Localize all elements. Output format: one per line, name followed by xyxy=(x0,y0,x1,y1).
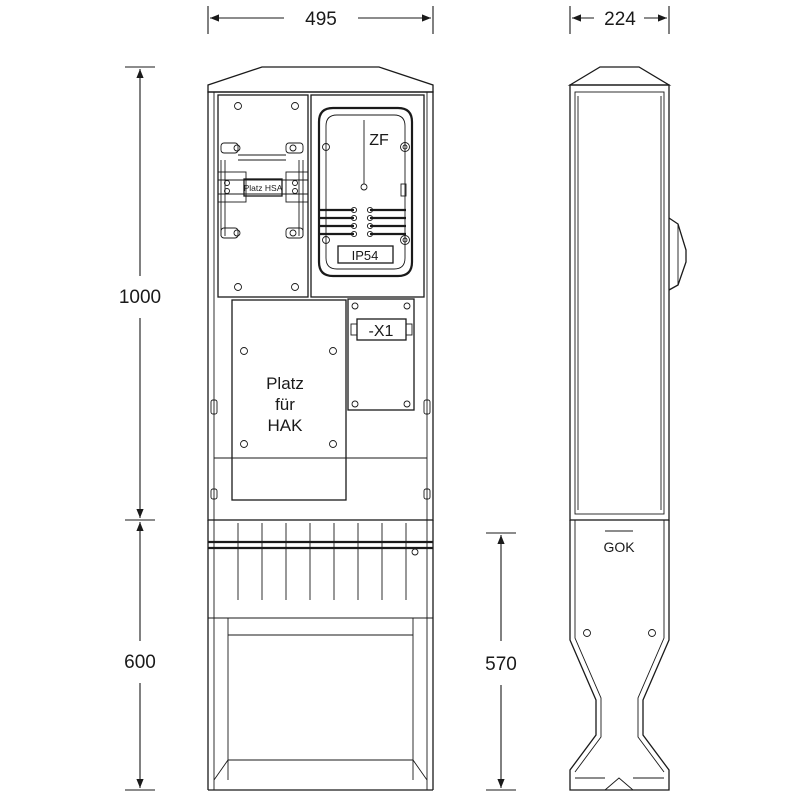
dimension-height-ground: 570 xyxy=(485,532,517,791)
side-handle xyxy=(668,217,687,291)
dimension-height-upper-label: 1000 xyxy=(119,287,161,308)
dimension-height-upper: 1000 xyxy=(119,66,161,521)
dimension-depth-label: 224 xyxy=(604,9,636,30)
front-housing-outer xyxy=(207,91,434,521)
meter-window-inner xyxy=(325,114,406,270)
side-view: GOK xyxy=(567,66,687,791)
terminal-x1-label: -X1 xyxy=(369,323,394,340)
hak-label-line1: Platz xyxy=(266,374,304,393)
meter-terminals xyxy=(318,206,406,238)
front-view: Platz HSA ZF xyxy=(207,66,434,791)
side-housing-outer xyxy=(569,84,670,521)
protection-label: IP54 xyxy=(352,248,379,263)
hsa-label: Platz HSA xyxy=(244,183,283,193)
terminal-x1-panel: -X1 xyxy=(347,298,415,411)
side-housing-inner xyxy=(574,91,665,515)
protection-label-box xyxy=(337,245,394,264)
hak-label-line3: HAK xyxy=(268,416,304,435)
dimension-height-base: 600 xyxy=(124,522,156,791)
dimension-height-base-label: 600 xyxy=(124,652,156,673)
meter-window-outer xyxy=(317,106,414,278)
hak-panel: Platz für HAK xyxy=(214,299,427,501)
hak-label-line2: für xyxy=(275,395,295,414)
meter-field-label: ZF xyxy=(369,132,389,149)
dimension-depth: 224 xyxy=(569,6,670,34)
front-housing-inner xyxy=(213,91,428,521)
side-roof xyxy=(567,66,672,86)
hsa-panel: Platz HSA xyxy=(217,94,309,298)
side-stand xyxy=(569,520,670,791)
front-roof xyxy=(207,66,434,93)
dimension-width: 495 xyxy=(207,6,434,34)
meter-panel: ZF xyxy=(310,94,425,298)
hsa-label-box xyxy=(243,178,283,197)
front-base xyxy=(207,520,434,791)
dimension-width-label: 495 xyxy=(305,9,337,30)
dimension-height-ground-label: 570 xyxy=(485,654,517,675)
ground-level-label: GOK xyxy=(603,539,635,555)
